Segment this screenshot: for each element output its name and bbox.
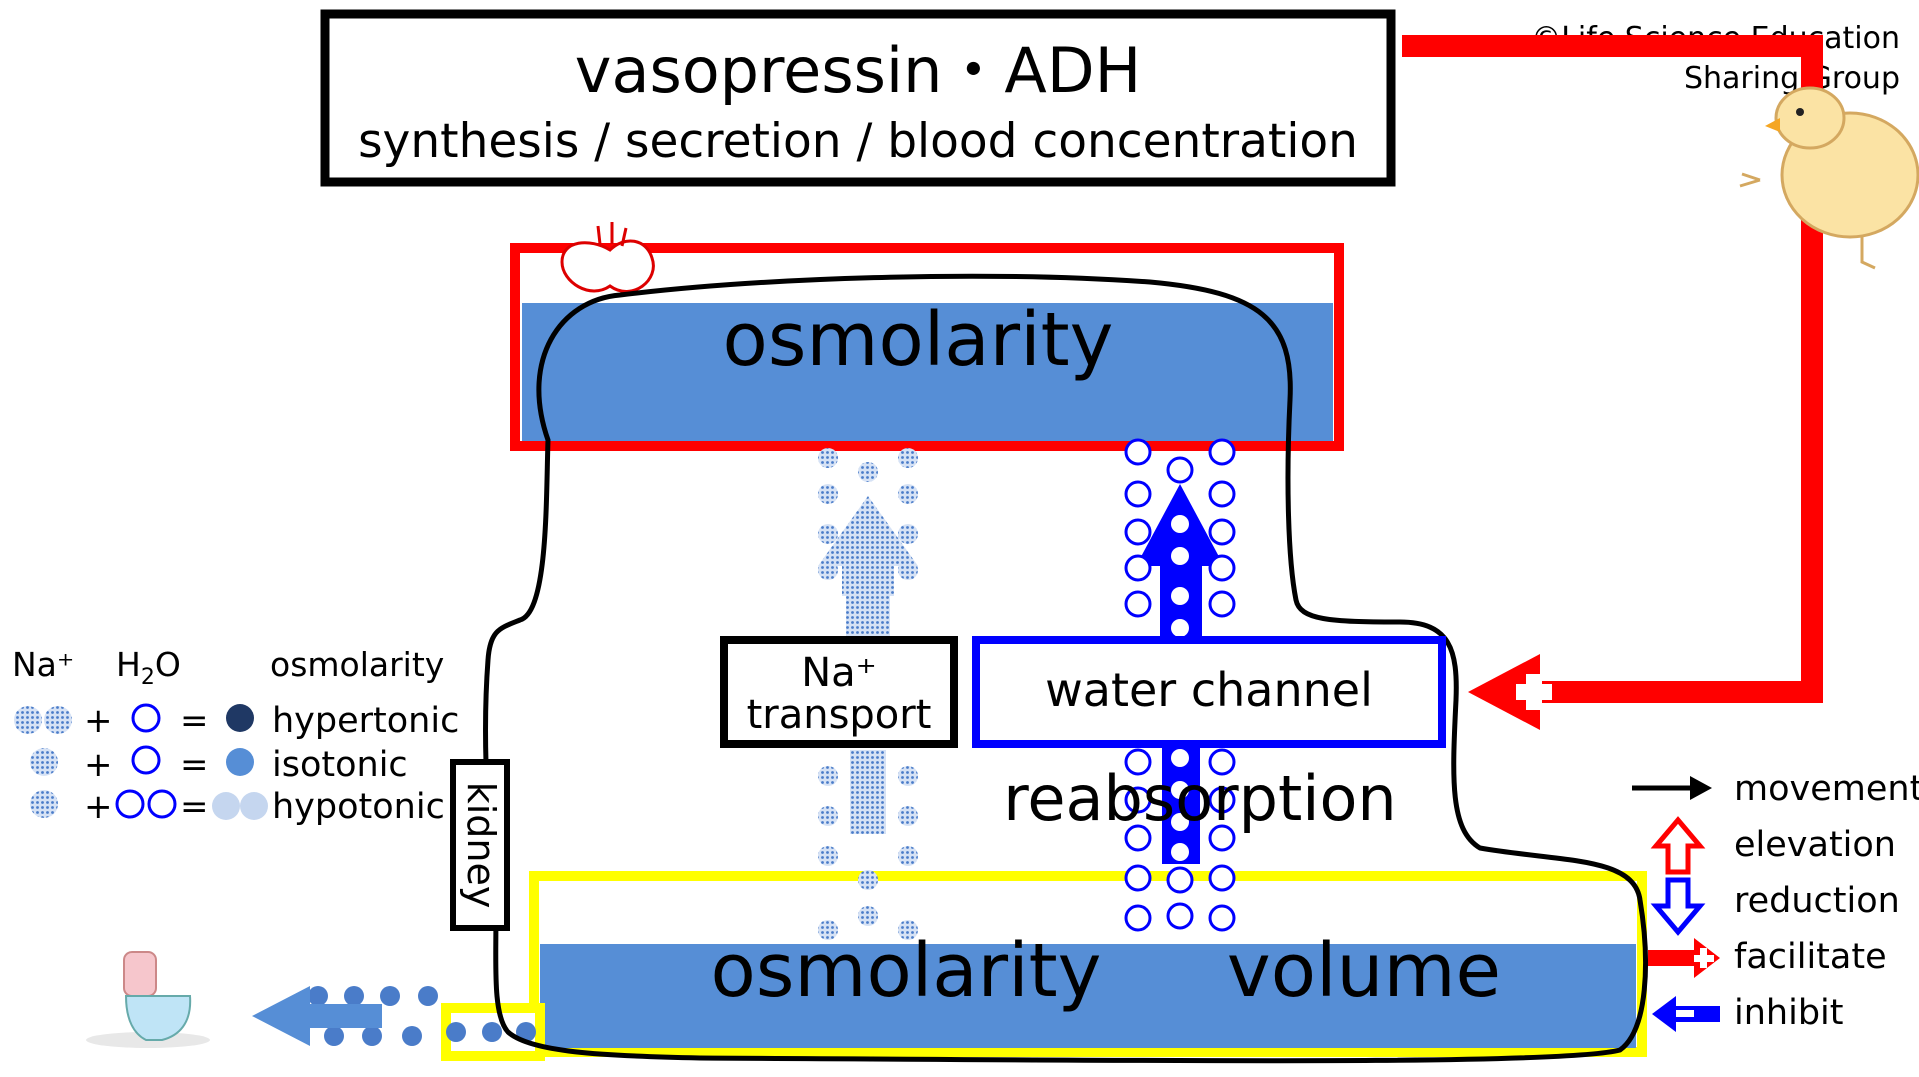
key-plus: + <box>84 745 113 785</box>
credit: ©Life Science Education Sharing Group <box>1531 21 1900 96</box>
sodium-stream <box>818 448 918 940</box>
facilitate-feedback-arrow <box>1402 35 1823 730</box>
diagram-subtitle: synthesis / secretion / blood concentrat… <box>358 114 1358 169</box>
key-equals: = <box>180 787 209 827</box>
diagram-title: vasopressin・ADH <box>575 34 1141 107</box>
water-channel-box: water channel <box>972 636 1446 748</box>
legend-item-facilitate: facilitate <box>1648 937 1887 978</box>
key-row-label: isotonic <box>272 745 408 785</box>
urine-excretion-arrow <box>252 986 382 1046</box>
legend-item-movement: movement <box>1632 769 1919 809</box>
key-row-hypotonic: + = hypotonic <box>30 787 445 827</box>
elevation-arrow-icon <box>1650 816 1706 875</box>
key-h2o-header: H2O <box>116 645 181 690</box>
key-row-isotonic: + = isotonic <box>30 745 408 785</box>
sodium-transport-line-2: transport <box>747 692 932 738</box>
key-equals: = <box>180 745 209 785</box>
osmolarity-key: Na⁺ H2O osmolarity + = hypertonic + = is… <box>12 645 459 827</box>
heart-icon <box>560 222 655 293</box>
key-equals: = <box>180 701 209 741</box>
legend-label: reduction <box>1734 881 1900 921</box>
key-row-label: hypertonic <box>272 701 459 741</box>
legend-label: elevation <box>1734 825 1896 865</box>
sodium-transport-line-1: Na⁺ <box>801 650 877 696</box>
urine-compartment: osmolarity volume <box>529 871 1647 1057</box>
movement-arrow-icon <box>1690 776 1712 800</box>
key-plus: + <box>84 787 113 827</box>
toilet-icon <box>86 951 210 1048</box>
urine-osmolarity-label: osmolarity <box>711 928 1102 1014</box>
title-box: vasopressin・ADH synthesis / secretion / … <box>320 9 1396 187</box>
key-row-label: hypotonic <box>272 787 445 827</box>
legend-item-elevation: elevation <box>1650 816 1896 875</box>
reabsorption-label: reabsorption <box>1003 762 1396 835</box>
chick-mascot-icon <box>1739 86 1919 270</box>
kidney-label: kidney <box>459 782 503 909</box>
water-channel-label: water channel <box>1045 663 1373 717</box>
sodium-transport-box: Na⁺ transport <box>720 636 958 748</box>
credit-line-2: Sharing Group <box>1684 61 1900 96</box>
legend-label: inhibit <box>1734 993 1843 1033</box>
urine-outflow <box>252 986 545 1061</box>
key-na-header: Na⁺ <box>12 645 74 684</box>
key-plus: + <box>84 701 113 741</box>
key-row-hypertonic: + = hypertonic <box>14 701 459 741</box>
key-osmolarity-header: osmolarity <box>270 645 444 684</box>
kidney-label-box: kidney <box>450 759 510 931</box>
arrow-legend: movement elevation reduction facilitate … <box>1632 769 1919 1033</box>
blood-osmolarity-label: osmolarity <box>723 297 1114 383</box>
blood-compartment: osmolarity <box>510 243 1344 451</box>
legend-item-inhibit: inhibit <box>1652 993 1843 1033</box>
legend-item-reduction: reduction <box>1650 877 1900 936</box>
legend-label: movement <box>1734 769 1919 809</box>
legend-label: facilitate <box>1734 937 1887 977</box>
water-stream <box>1124 438 1236 932</box>
sodium-up-arrow <box>818 496 918 596</box>
reduction-arrow-icon <box>1650 877 1706 936</box>
urine-volume-label: volume <box>1227 928 1501 1014</box>
